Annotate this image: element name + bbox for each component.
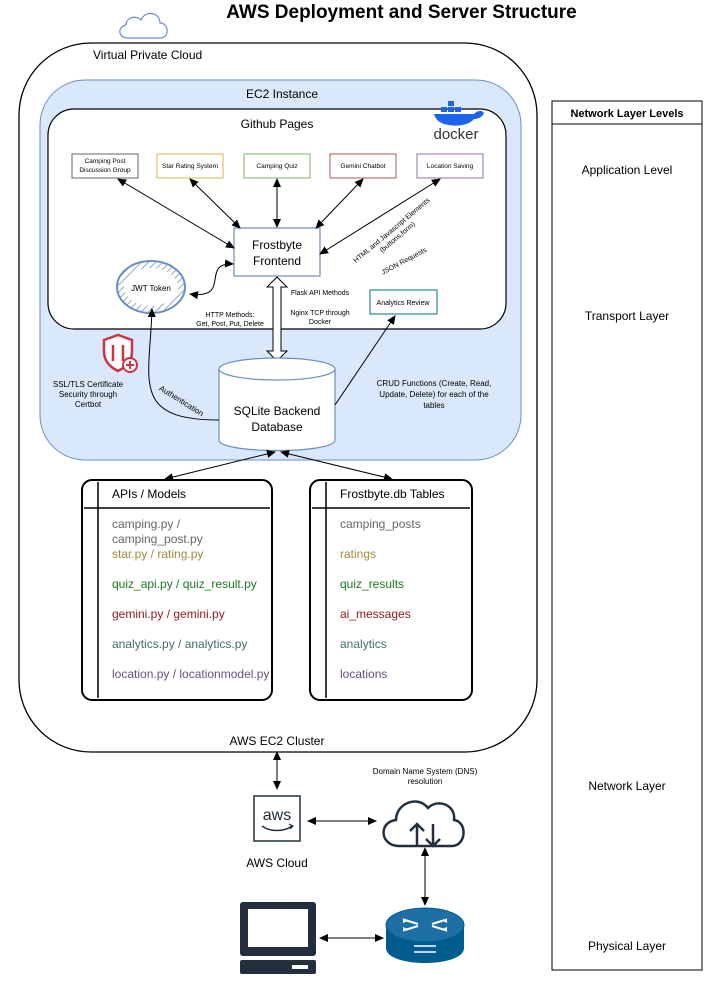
db-tables-panel: Frostbyte.db Tables camping_posts rating… xyxy=(309,479,473,701)
api-location: location.py / locationmodel.py xyxy=(112,667,269,681)
apis-title: APIs / Models xyxy=(112,487,186,501)
apis-models-panel: APIs / Models camping.py / camping_post.… xyxy=(81,479,273,701)
frontend-line2: Frontend xyxy=(253,254,301,268)
backend-line2: Database xyxy=(251,420,303,434)
ssl-line2: Security through xyxy=(59,390,117,399)
vpc-bottom-label: AWS EC2 Cluster xyxy=(230,734,325,748)
computer-icon xyxy=(240,902,316,974)
vpc-label: Virtual Private Cloud xyxy=(93,48,202,62)
jwt-token-label: JWT Token xyxy=(131,284,171,293)
ssl-line3: Certbot xyxy=(75,400,102,409)
feature-star-rating-label: Star Rating System xyxy=(162,163,218,170)
http-methods-line1: HTTP Methods: xyxy=(206,312,255,319)
backend-line1: SQLite Backend xyxy=(234,404,321,418)
ec2-label: EC2 Instance xyxy=(246,87,318,101)
aws-logo-text: aws xyxy=(263,807,291,824)
analytics-review-box: Analytics Review xyxy=(369,289,438,315)
feature-camping-post-line1: Camping Post xyxy=(85,158,126,165)
frontend-line1: Frostbyte xyxy=(252,238,302,252)
page-title: AWS Deployment and Server Structure xyxy=(226,2,577,23)
feature-star-rating: Star Rating System xyxy=(156,153,224,179)
crud-line2: Update, Delete) for each of the xyxy=(379,390,489,399)
sqlite-backend-database: SQLite Backend Database xyxy=(218,357,336,452)
cloud-icon xyxy=(119,13,168,39)
api-camping-line2: camping_post.py xyxy=(112,532,203,546)
flask-label: Flask API Methods xyxy=(291,290,350,297)
ssl-line1: SSL/TLS Certificate xyxy=(53,380,124,389)
table-quiz-results: quiz_results xyxy=(340,577,404,591)
feature-camping-quiz: Camping Quiz xyxy=(243,153,311,179)
nginx-line2: Docker xyxy=(309,319,332,326)
feature-gemini-chatbot: Gemini Chatbot xyxy=(329,153,397,179)
feature-gemini-chatbot-label: Gemini Chatbot xyxy=(340,163,385,170)
backend-analytics-arrow xyxy=(334,315,396,406)
nginx-line1: Nginx TCP through xyxy=(290,310,349,317)
layer-network: Network Layer xyxy=(588,779,665,793)
layer-physical: Physical Layer xyxy=(588,939,666,953)
crud-line1: CRUD Functions (Create, Read, xyxy=(377,379,492,388)
network-layers-title: Network Layer Levels xyxy=(570,108,683,120)
auth-arrow xyxy=(147,308,220,421)
docker-icon: docker xyxy=(433,101,484,143)
network-layer-levels-panel: Network Layer Levels Application Level T… xyxy=(551,100,703,971)
dns-cloud-icon xyxy=(382,800,465,848)
ssl-shield-icon xyxy=(102,333,138,373)
table-ratings: ratings xyxy=(340,547,376,561)
backend-apis-arrow xyxy=(164,450,276,481)
table-locations: locations xyxy=(340,667,387,681)
feature-camping-post-line2: Discussion Group xyxy=(79,167,131,174)
aws-cloud-label: AWS Cloud xyxy=(246,856,308,870)
aws-logo-icon: aws xyxy=(253,795,301,842)
tables-title: Frostbyte.db Tables xyxy=(340,487,445,501)
feature-arrows xyxy=(117,178,441,255)
feature-camping-post: Camping Post Discussion Group xyxy=(71,153,139,179)
layer-transport: Transport Layer xyxy=(585,309,669,323)
frontend-box: Frostbyte Frontend xyxy=(233,227,321,277)
jwt-frontend-arrow xyxy=(189,259,234,300)
table-analytics: analytics xyxy=(340,637,387,651)
feature-location-saving-label: Location Saving xyxy=(427,163,474,170)
api-star: star.py / rating.py xyxy=(112,547,203,561)
api-gemini: gemini.py / gemini.py xyxy=(112,607,225,621)
feature-location-saving: Location Saving xyxy=(416,153,484,179)
crud-line3: tables xyxy=(423,401,444,410)
feature-camping-quiz-label: Camping Quiz xyxy=(256,163,297,170)
analytics-review-label: Analytics Review xyxy=(377,300,431,307)
table-ai-messages: ai_messages xyxy=(340,607,411,621)
jwt-token: JWT Token xyxy=(116,260,186,314)
dns-line2: resolution xyxy=(408,777,443,786)
api-quiz: quiz_api.py / quiz_result.py xyxy=(112,577,257,591)
table-camping-posts: camping_posts xyxy=(340,517,421,531)
api-analytics: analytics.py / analytics.py xyxy=(112,637,247,651)
github-pages-label: Github Pages xyxy=(241,117,314,131)
backend-tables-arrow xyxy=(280,450,393,481)
router-icon xyxy=(385,907,465,963)
layer-application: Application Level xyxy=(582,163,673,177)
api-camping-line1: camping.py / xyxy=(112,517,181,531)
dns-line1: Domain Name System (DNS) xyxy=(373,767,478,776)
docker-label: docker xyxy=(433,126,478,143)
http-methods-line2: Get, Post, Put, Delete xyxy=(196,321,264,328)
